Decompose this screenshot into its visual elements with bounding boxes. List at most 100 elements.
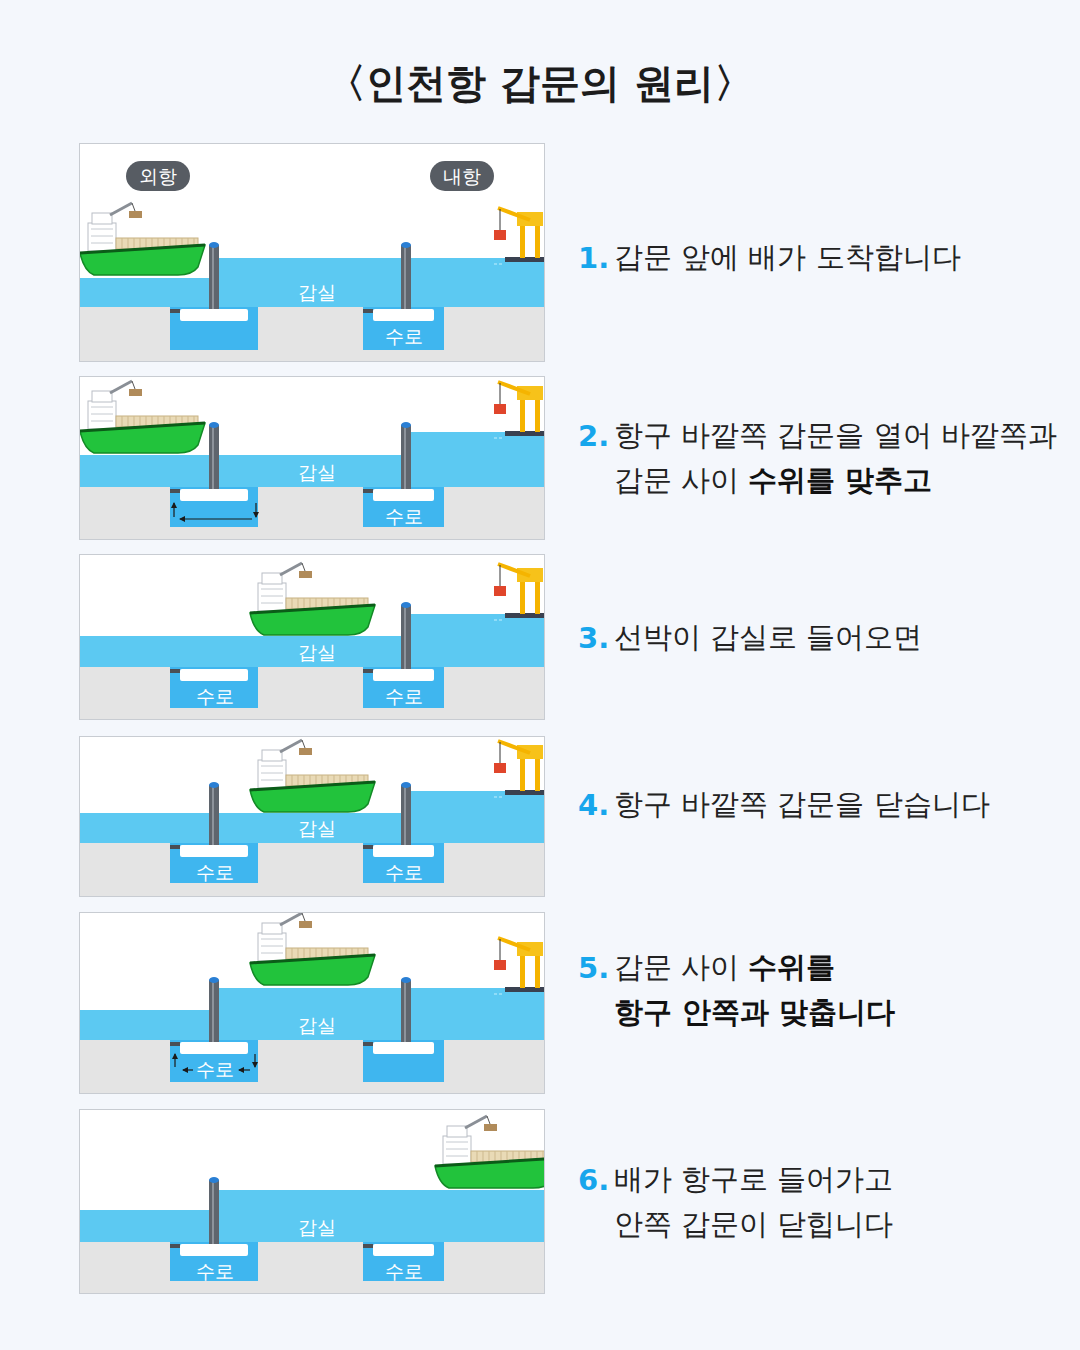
ship [250, 563, 375, 635]
chamber-water [214, 1190, 406, 1242]
container [494, 586, 506, 596]
gate-sill [373, 1244, 434, 1256]
cargo-stripe [483, 1151, 484, 1162]
gate-highlight [212, 785, 214, 845]
gate-sill [180, 489, 248, 501]
ship-crane-arm [280, 563, 302, 575]
pier-water [494, 263, 504, 265]
cargo-stripe [122, 416, 123, 427]
step-text: 항구 바깥쪽 갑문을 닫습니다 [614, 785, 990, 825]
gate-highlight [404, 245, 406, 309]
chamber-water [214, 455, 406, 487]
chamber-label: 갑실 [298, 283, 336, 302]
cargo-stripe [128, 238, 129, 249]
ship [250, 913, 375, 985]
ship-window [261, 766, 283, 767]
sill-edge [363, 1244, 373, 1248]
title-box: 〈인천항 갑문의 원리〉 [0, 56, 1080, 111]
cargo-stripe [134, 238, 135, 249]
ship-bridge [262, 573, 282, 584]
crane-cable [500, 209, 501, 230]
flow-arrow [239, 1069, 250, 1070]
ship-crane-cable [302, 563, 305, 571]
ship-window [261, 589, 283, 590]
step-line: 항구 안쪽과 맞춥니다 [614, 991, 895, 1035]
ship [250, 740, 375, 812]
pier-water [494, 437, 504, 439]
inner-water [406, 988, 544, 1040]
step-line: 항구 바깥쪽 갑문을 열어 바깥쪽과 [614, 414, 1057, 458]
step-number: 3. [578, 616, 609, 660]
ship-load [299, 748, 312, 755]
step-line: 갑문 사이수위를 맞추고 [614, 459, 932, 503]
step-line: 갑문 앞에 배가 도착합니다 [614, 236, 961, 280]
ship-window [261, 946, 283, 947]
channel-label: 수로 [196, 687, 234, 706]
ship-hull [250, 955, 375, 985]
ship-bridge [262, 750, 282, 761]
lock-gate [209, 1180, 219, 1244]
sill-edge [170, 1042, 180, 1046]
crane-boom [498, 382, 530, 394]
ship [435, 1116, 544, 1188]
ship-window [91, 236, 113, 237]
ship-window [446, 1156, 468, 1157]
ship-crane-arm [110, 203, 132, 215]
outer-water [80, 1010, 214, 1040]
ship-crane-cable [132, 381, 135, 389]
gate-cap [401, 422, 411, 428]
flow-arrow [255, 503, 256, 517]
gate-sill [180, 309, 248, 321]
ship-bridge [447, 1126, 467, 1137]
harbour-crane [494, 208, 544, 264]
chamber-water [214, 636, 406, 667]
outer-water [80, 278, 214, 307]
sky [80, 913, 544, 1093]
container [494, 230, 506, 240]
sky [80, 737, 544, 896]
cargo-stripe [128, 416, 129, 427]
lock-panel [80, 913, 544, 1093]
ship-deck [250, 605, 375, 613]
ship-bridge [92, 213, 112, 224]
gate-cap [401, 977, 411, 983]
title: 〈인천항 갑문의 원리〉 [326, 60, 754, 106]
sill-edge [363, 669, 373, 673]
sill-edge [170, 309, 180, 313]
ground [80, 843, 544, 896]
channel-label: 수로 [385, 863, 423, 882]
ship-cabin [258, 933, 286, 961]
step-line: 배가 항구로 들어가고 [614, 1158, 893, 1202]
ship-bridge [262, 923, 282, 934]
inner-water [406, 1190, 544, 1242]
water-channel [170, 1040, 258, 1082]
step-line: 안쪽 갑문이 닫힙니다 [614, 1203, 893, 1247]
cargo-stripe [298, 598, 299, 609]
pier-water [494, 993, 504, 995]
cargo-stripe [292, 948, 293, 959]
ship-crane-arm [280, 913, 302, 925]
gate-sill [373, 489, 434, 501]
ship-window [91, 229, 113, 230]
flow-arrow [174, 1054, 175, 1067]
lock-gate [401, 980, 411, 1042]
lock-gate [209, 245, 219, 309]
cargo-stripe [304, 775, 305, 786]
gate-cap [209, 242, 219, 248]
gate-sill [373, 669, 434, 681]
ship-crane-cable [302, 740, 305, 748]
cargo-stripe [304, 948, 305, 959]
step-line: 항구 바깥쪽 갑문을 닫습니다 [614, 783, 990, 827]
ship-cabin [258, 760, 286, 788]
sky [80, 144, 544, 361]
step-number: 4. [578, 783, 609, 827]
flow-arrow [183, 1069, 193, 1070]
ship-hull [250, 782, 375, 812]
harbour-crane [494, 938, 544, 994]
ship-window [261, 603, 283, 604]
channel-label: 수로 [196, 1060, 234, 1079]
ship-window [91, 421, 113, 422]
cargo-stripe [310, 598, 311, 609]
ship-deck [435, 1158, 544, 1166]
gate-cap [401, 782, 411, 788]
